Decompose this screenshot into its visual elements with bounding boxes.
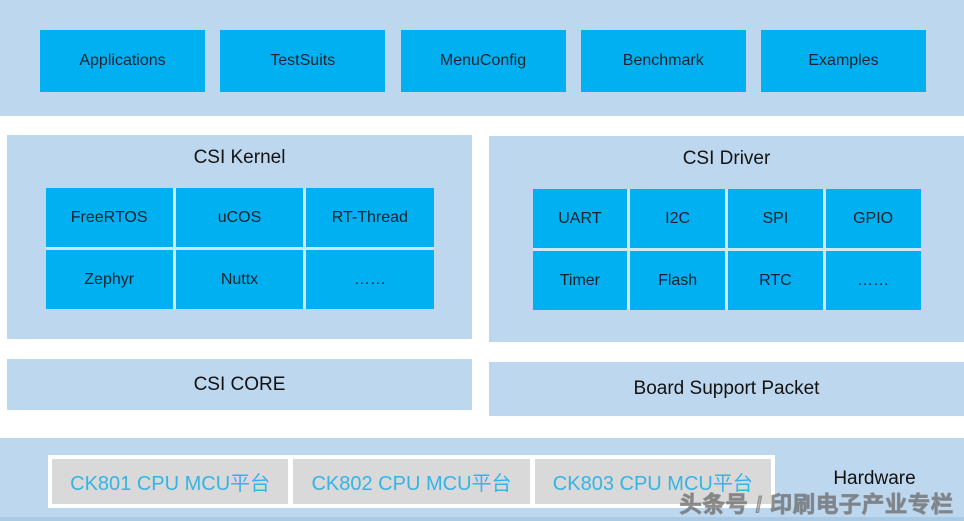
board-support-packet-bar: Board Support Packet (489, 362, 964, 416)
block-spi: SPI (728, 189, 823, 248)
block-ucos: uCOS (175, 188, 304, 247)
platform-ck803: CK803 CPU MCU平台 (534, 459, 771, 504)
block-i2c: I2C (630, 189, 725, 248)
block-flash: Flash (630, 251, 725, 310)
block-benchmark: Benchmark (580, 30, 746, 92)
block-timer: Timer (532, 251, 628, 310)
block-gpio: GPIO (825, 189, 921, 248)
cpu-platforms-container: CK801 CPU MCU平台 CK802 CPU MCU平台 CK803 CP… (48, 455, 775, 508)
csi-kernel-panel: CSI Kernel FreeRTOS uCOS RT-Thread Zephy… (7, 135, 472, 339)
hardware-band: CK801 CPU MCU平台 CK802 CPU MCU平台 CK803 CP… (0, 438, 964, 521)
platform-ck802: CK802 CPU MCU平台 (293, 459, 530, 504)
watermark-text: 头条号 / 印刷电子产业专栏 (679, 492, 954, 518)
applications-band: Applications TestSuits MenuConfig Benchm… (0, 0, 964, 116)
block-applications: Applications (40, 30, 205, 92)
block-rtc: RTC (728, 251, 823, 310)
block-uart: UART (532, 189, 628, 248)
csi-driver-grid: UART I2C SPI GPIO Timer Flash RTC …… (532, 189, 921, 310)
block-kernel-ellipsis: …… (306, 250, 434, 309)
csi-driver-panel: CSI Driver UART I2C SPI GPIO Timer Flash… (489, 136, 964, 342)
applications-row: Applications TestSuits MenuConfig Benchm… (0, 0, 964, 92)
block-testsuits: TestSuits (220, 30, 386, 92)
block-zephyr: Zephyr (45, 250, 173, 309)
platform-ck801: CK801 CPU MCU平台 (52, 459, 289, 504)
csi-kernel-grid: FreeRTOS uCOS RT-Thread Zephyr Nuttx …… (45, 188, 434, 309)
block-freertos: FreeRTOS (45, 188, 173, 247)
block-nuttx: Nuttx (175, 250, 304, 309)
csi-driver-title: CSI Driver (682, 148, 771, 169)
csi-core-bar: CSI CORE (7, 359, 472, 410)
block-rt-thread: RT-Thread (306, 188, 434, 247)
block-menuconfig: MenuConfig (400, 30, 566, 92)
csi-kernel-title: CSI Kernel (193, 147, 286, 168)
block-examples: Examples (761, 30, 926, 92)
block-driver-ellipsis: …… (825, 251, 921, 310)
hardware-label: Hardware (833, 468, 916, 489)
bottom-edge-strip (0, 517, 964, 521)
